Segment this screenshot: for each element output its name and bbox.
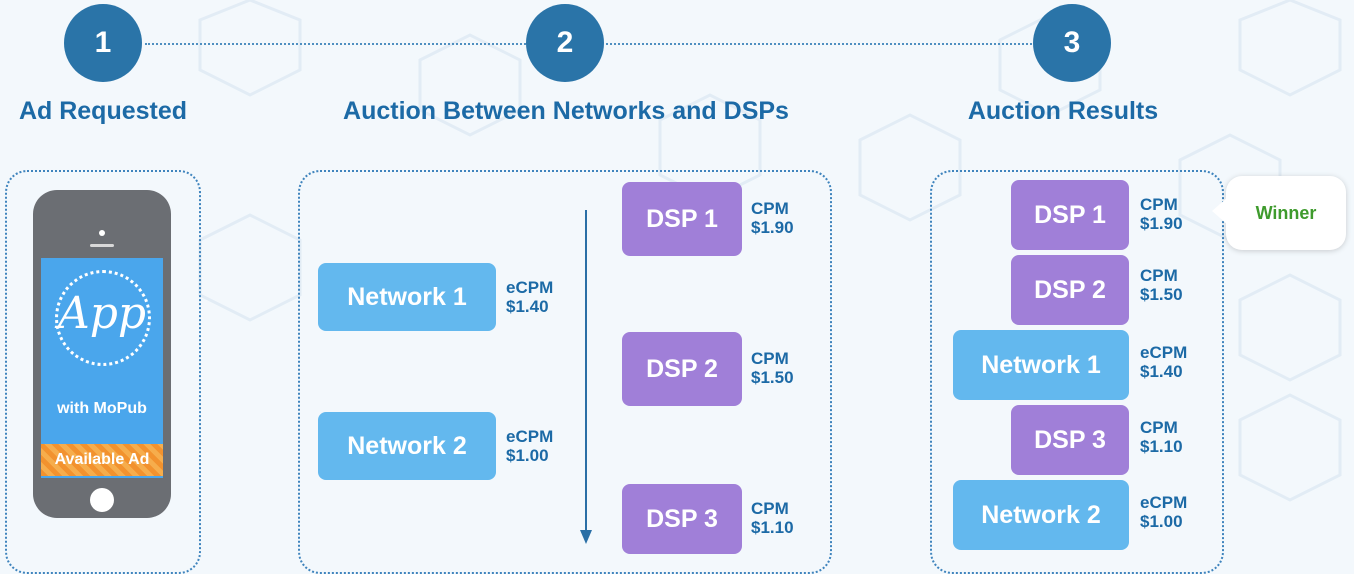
- price-value: $1.40: [506, 297, 549, 316]
- step-number-1: 1: [64, 4, 142, 82]
- step-connector-2-3: [606, 43, 1040, 45]
- price-value: $1.40: [1140, 362, 1183, 381]
- phone-screen: App with MoPub Available Ad: [41, 258, 163, 478]
- metric-label: CPM: [751, 199, 789, 218]
- auction-dsp-3: DSP 3: [622, 484, 742, 554]
- step-title-auction-results: Auction Results: [967, 97, 1159, 125]
- available-ad-slot: Available Ad: [41, 444, 163, 476]
- price-value: $1.00: [506, 446, 549, 465]
- step-number-3: 3: [1033, 4, 1111, 82]
- auction-dsp-2: DSP 2: [622, 332, 742, 406]
- auction-network-2-price: eCPM $1.00: [506, 427, 553, 465]
- auction-network-1-price: eCPM $1.40: [506, 278, 553, 316]
- metric-label: eCPM: [1140, 343, 1188, 362]
- result-dsp-2: DSP 2: [1011, 255, 1129, 325]
- auction-network-2: Network 2: [318, 412, 496, 480]
- step-connector-1-2: [145, 43, 530, 45]
- auction-dsp-1: DSP 1: [622, 182, 742, 256]
- result-dsp-3-price: CPM $1.10: [1140, 418, 1183, 456]
- step-title-auction: Auction Between Networks and DSPs: [343, 97, 789, 125]
- result-network-1-price: eCPM $1.40: [1140, 343, 1187, 381]
- metric-label: CPM: [1140, 195, 1178, 214]
- price-value: $1.50: [1140, 285, 1183, 304]
- auction-down-arrow: [580, 210, 592, 544]
- result-dsp-3: DSP 3: [1011, 405, 1129, 475]
- winner-callout-pointer: [1212, 197, 1228, 225]
- phone-home-button-icon: [90, 488, 114, 512]
- result-network-2-price: eCPM $1.00: [1140, 493, 1187, 531]
- app-logo-text: App: [57, 288, 147, 339]
- result-dsp-2-price: CPM $1.50: [1140, 266, 1183, 304]
- price-value: $1.00: [1140, 512, 1183, 531]
- metric-label: eCPM: [506, 278, 554, 297]
- auction-dsp-1-price: CPM $1.90: [751, 199, 794, 237]
- result-network-1: Network 1: [953, 330, 1129, 400]
- result-network-2: Network 2: [953, 480, 1129, 550]
- price-value: $1.10: [1140, 437, 1183, 456]
- price-value: $1.50: [751, 368, 794, 387]
- phone-speaker-icon: [90, 244, 114, 247]
- metric-label: CPM: [751, 499, 789, 518]
- price-value: $1.10: [751, 518, 794, 537]
- smartphone: App with MoPub Available Ad: [33, 190, 171, 518]
- phone-camera-icon: [99, 230, 105, 236]
- result-dsp-1: DSP 1: [1011, 180, 1129, 250]
- app-dotted-circle: [55, 270, 151, 366]
- step-title-ad-requested: Ad Requested: [18, 97, 188, 125]
- metric-label: eCPM: [506, 427, 554, 446]
- step-number-2: 2: [526, 4, 604, 82]
- auction-dsp-2-price: CPM $1.50: [751, 349, 794, 387]
- metric-label: CPM: [751, 349, 789, 368]
- winner-callout: Winner: [1226, 176, 1346, 250]
- price-value: $1.90: [1140, 214, 1183, 233]
- price-value: $1.90: [751, 218, 794, 237]
- metric-label: CPM: [1140, 418, 1178, 437]
- auction-dsp-3-price: CPM $1.10: [751, 499, 794, 537]
- result-dsp-1-price: CPM $1.90: [1140, 195, 1183, 233]
- metric-label: CPM: [1140, 266, 1178, 285]
- metric-label: eCPM: [1140, 493, 1188, 512]
- app-subtitle: with MoPub: [57, 400, 147, 417]
- auction-network-1: Network 1: [318, 263, 496, 331]
